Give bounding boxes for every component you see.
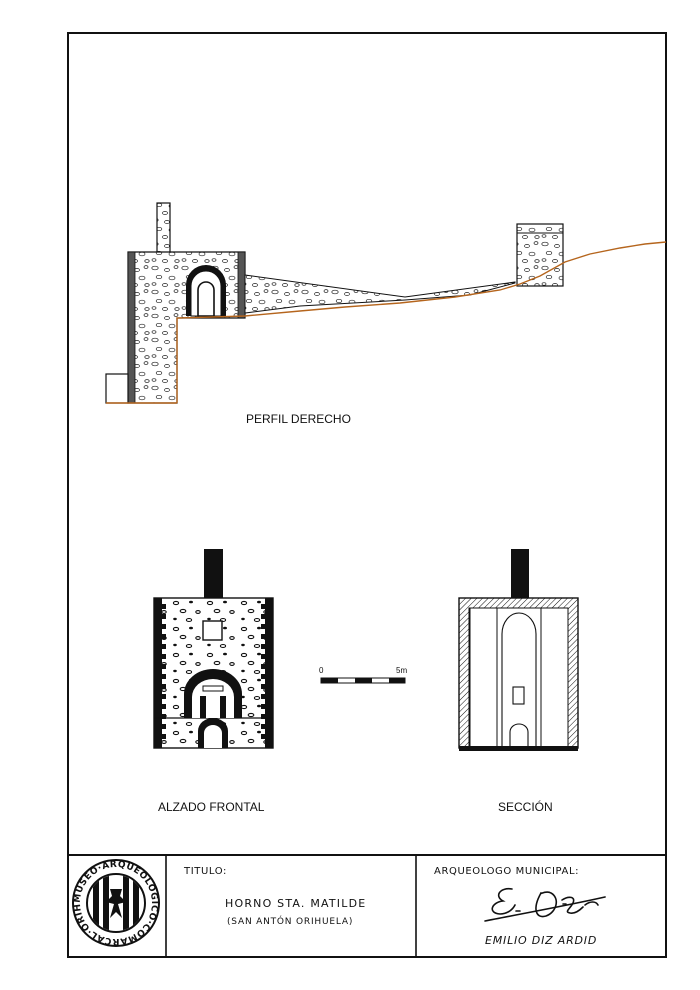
band-tooth [162,634,166,639]
front-arch-inner [192,679,234,718]
profile-chimney [156,202,171,254]
archaeologist-caption: ARQUEOLOGO MUNICIPAL: [434,866,580,877]
section-left-chamber [469,607,498,749]
front-right-band [265,598,273,748]
band-tooth [261,624,265,629]
archaeologist-signature [484,887,606,922]
sheet-border [67,32,667,958]
front-left-band [154,598,162,748]
museum-seal-logo: MUSEO·ARQUEOLOGICO·COMARCAL·ORIHUELA· [0,0,160,947]
band-tooth [162,694,166,699]
section-floor [459,746,578,751]
terrain-line [176,241,667,403]
band-tooth [162,724,166,729]
band-tooth [162,664,166,669]
front-elevation-label: ALZADO FRONTAL [158,800,265,814]
profile-label: PERFIL DERECHO [246,412,351,426]
svg-text:MUSEO·ARQUEOLOGICO·COMARCAL·OR: MUSEO·ARQUEOLOGICO·COMARCAL·ORIHUELA· [0,0,159,946]
scale-start-label: 0 [319,666,324,675]
band-tooth [261,694,265,699]
band-tooth [162,644,166,649]
scale-segment-1 [321,678,338,683]
band-tooth [162,614,166,619]
band-tooth [162,734,166,739]
profile-left-band [127,251,136,404]
band-tooth [261,644,265,649]
band-tooth [162,704,166,709]
profile-kiln-body [127,251,246,404]
front-arch-pillar-right [220,696,226,718]
band-tooth [261,634,265,639]
front-arch-pillar-left [200,696,206,718]
scale-end-label: 5m [396,666,408,675]
section-label: SECCIÓN [498,800,553,814]
band-tooth [162,684,166,689]
section-base-door [509,723,529,749]
cross-section [458,549,579,751]
profile-base-step [105,373,129,404]
band-tooth [261,604,265,609]
front-window [202,620,223,641]
scale-bar [320,677,406,684]
band-tooth [261,614,265,619]
front-arch-keystone [202,685,224,692]
band-tooth [261,734,265,739]
profile-right-band [237,251,246,319]
band-tooth [162,674,166,679]
band-tooth [261,674,265,679]
scale-segment-5 [389,678,405,683]
front-door-inner [204,725,222,748]
section-right-chamber [540,607,569,749]
scale-segment-3 [355,678,372,683]
band-tooth [261,654,265,659]
band-tooth [162,624,166,629]
drawing-title: HORNO STA. MATILDE [225,897,367,910]
front-elevation [153,549,274,749]
section-center-vault [501,612,537,749]
profile-arch-inner [197,281,215,317]
archaeologist-name: EMILIO DIZ ARDID [485,934,598,947]
band-tooth [261,664,265,669]
section-chimney [511,549,529,598]
band-tooth [261,704,265,709]
band-tooth [261,714,265,719]
band-tooth [261,684,265,689]
band-tooth [162,604,166,609]
right-profile-elevation [105,202,667,404]
section-vault-opening [512,686,525,705]
band-tooth [261,724,265,729]
drawing-subtitle: (SAN ANTÓN ORIHUELA) [227,917,354,927]
title-block: MUSEO·ARQUEOLOGICO·COMARCAL·ORIHUELA· [0,0,666,957]
front-band-teeth [162,604,265,739]
band-tooth [162,714,166,719]
title-caption: TITULO: [184,866,227,877]
front-chimney [204,549,223,598]
band-tooth [162,654,166,659]
